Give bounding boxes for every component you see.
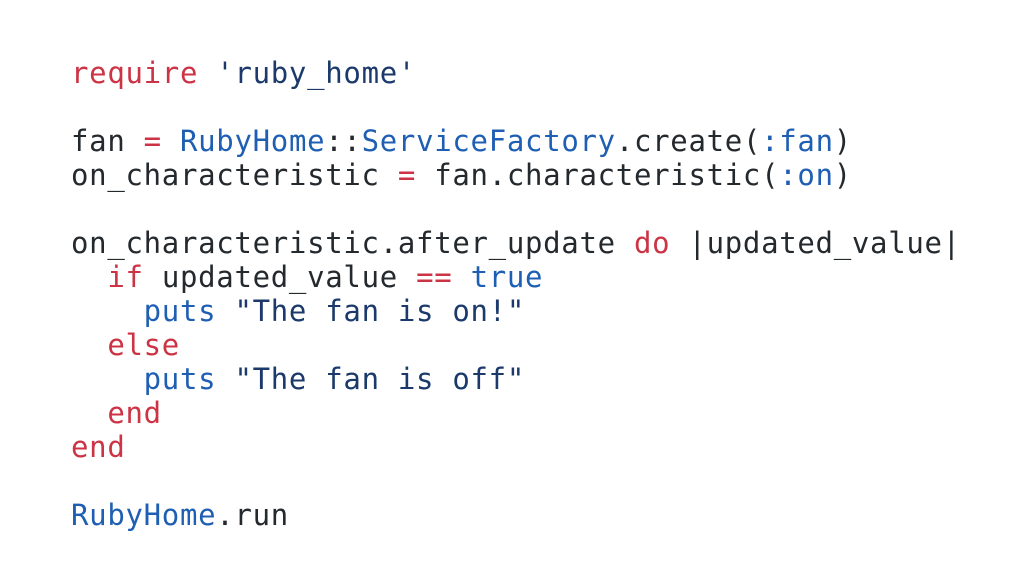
code-token-const: RubyHome xyxy=(71,498,217,532)
code-token-plain: .run xyxy=(216,498,289,532)
code-token-plain: fan.characteristic( xyxy=(416,158,780,192)
code-token-string: "The fan is on!" xyxy=(234,294,526,328)
code-line xyxy=(71,192,961,226)
code-token-plain xyxy=(71,294,144,328)
code-token-plain: :: xyxy=(325,124,362,158)
code-token-plain xyxy=(198,56,216,90)
code-token-plain: fan xyxy=(71,124,144,158)
code-token-keyword: do xyxy=(633,226,671,260)
code-token-keyword: = xyxy=(143,124,162,158)
code-token-string: "The fan is off" xyxy=(234,362,526,396)
code-token-const: puts xyxy=(143,362,217,396)
code-line: fan = RubyHome::ServiceFactory.create(:f… xyxy=(71,124,961,158)
code-token-symbol: :on xyxy=(779,158,834,192)
code-line: end xyxy=(71,396,961,430)
code-token-keyword: end xyxy=(107,396,162,430)
code-token-keyword: = xyxy=(397,158,417,192)
code-line: on_characteristic = fan.characteristic(:… xyxy=(71,158,961,192)
code-token-plain: ) xyxy=(833,158,852,192)
code-block: require 'ruby_home' fan = RubyHome::Serv… xyxy=(71,56,961,532)
code-line: RubyHome.run xyxy=(71,498,961,532)
code-line: if updated_value == true xyxy=(71,260,961,294)
code-token-plain xyxy=(71,260,107,294)
code-token-plain xyxy=(452,260,470,294)
code-token-keyword: end xyxy=(71,430,126,464)
code-line: require 'ruby_home' xyxy=(71,56,961,90)
code-line xyxy=(71,464,961,498)
code-line: on_characteristic.after_update do |updat… xyxy=(71,226,961,260)
code-line: end xyxy=(71,430,961,464)
code-token-const: puts xyxy=(143,294,217,328)
code-token-plain: on_characteristic.after_update xyxy=(71,226,634,260)
code-token-plain xyxy=(216,362,234,396)
code-token-symbol: :fan xyxy=(761,124,834,158)
code-line: puts "The fan is on!" xyxy=(71,294,961,328)
code-token-keyword: require xyxy=(71,56,199,90)
code-token-plain xyxy=(71,328,107,362)
code-token-plain: .create( xyxy=(615,124,762,158)
code-token-const: ServiceFactory xyxy=(361,124,616,158)
code-token-plain xyxy=(71,362,144,396)
code-line: else xyxy=(71,328,961,362)
code-token-keyword: == xyxy=(416,260,453,294)
code-token-keyword: if xyxy=(107,260,144,294)
code-token-plain: updated_value xyxy=(143,260,417,294)
code-token-plain: on_characteristic xyxy=(71,158,398,192)
code-token-plain: |updated_value| xyxy=(670,226,961,260)
code-token-keyword: else xyxy=(107,328,180,362)
code-token-plain xyxy=(162,124,180,158)
code-token-plain xyxy=(71,396,107,430)
code-token-plain: ) xyxy=(833,124,852,158)
code-token-plain xyxy=(216,294,234,328)
code-token-const: RubyHome xyxy=(179,124,326,158)
code-token-const: true xyxy=(470,260,544,294)
code-token-string: 'ruby_home' xyxy=(216,56,417,90)
code-line xyxy=(71,90,961,124)
code-line: puts "The fan is off" xyxy=(71,362,961,396)
